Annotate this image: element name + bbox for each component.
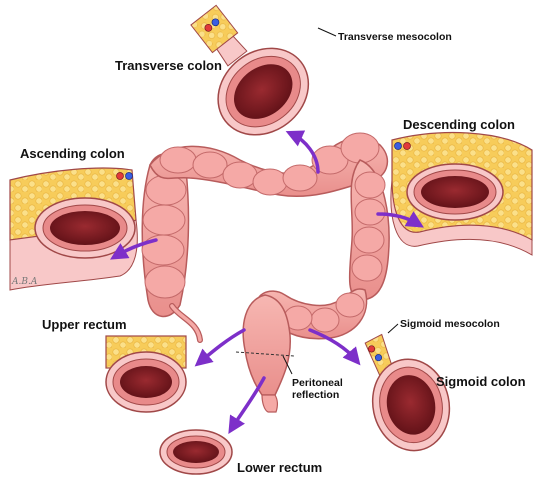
arrow-to-transverse-icon [285, 130, 320, 174]
upper-rectum-cross-section [105, 335, 187, 413]
sigmoid-colon-cross-section [364, 333, 451, 452]
arrow-to-lower-rectum-icon [228, 376, 266, 434]
artist-signature: A.B.A [11, 277, 38, 287]
descending-colon-cross-section [390, 131, 533, 256]
label-lower-rectum: Lower rectum [237, 460, 322, 475]
transverse-colon-segment [149, 132, 389, 198]
arrow-to-upper-rectum-icon [194, 328, 246, 367]
label-transverse-mesocolon: Transverse mesocolon [338, 31, 452, 43]
artery-icon [204, 23, 213, 32]
ascending-colon-cross-section [9, 167, 138, 291]
colon-body [141, 132, 390, 413]
label-sigmoid-mesocolon: Sigmoid mesocolon [400, 318, 500, 330]
rectum-segment [235, 294, 295, 413]
vein-icon [211, 18, 220, 27]
label-upper-rectum: Upper rectum [42, 317, 127, 332]
vein-icon [125, 172, 133, 180]
ascending-colon-segment [141, 152, 203, 343]
label-reflection: reflection [292, 389, 339, 401]
lower-rectum-cross-section [159, 429, 233, 475]
artery-icon [116, 172, 124, 180]
label-descending-colon: Descending colon [403, 117, 515, 132]
transverse-colon-cross-section [190, 4, 310, 136]
leader-lines [282, 27, 399, 375]
label-sigmoid-colon: Sigmoid colon [436, 374, 526, 389]
vein-icon [394, 142, 402, 150]
arrow-to-descending-icon [376, 211, 425, 228]
label-peritoneal: Peritoneal [292, 377, 343, 389]
label-transverse-colon: Transverse colon [115, 58, 222, 73]
arrow-to-sigmoid-icon [308, 328, 361, 366]
arrows [109, 130, 425, 434]
artery-icon [403, 142, 411, 150]
arrow-to-ascending-icon [109, 238, 158, 260]
artery-icon [367, 345, 376, 353]
descending-colon-segment [348, 159, 390, 301]
label-ascending-colon: Ascending colon [20, 146, 125, 161]
vein-icon [374, 354, 383, 362]
